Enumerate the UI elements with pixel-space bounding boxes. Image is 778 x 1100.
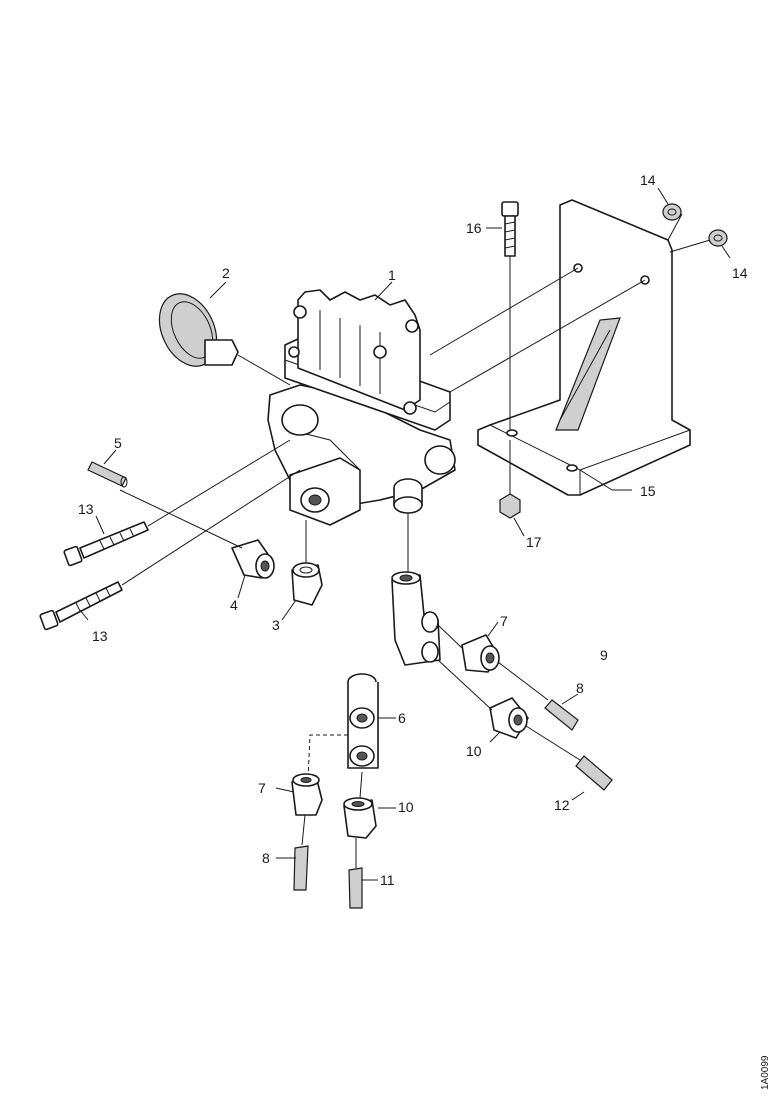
callouts: 1 2 3 4 5 6 7 7 8 8 10 10 11 12 13 13 bbox=[78, 172, 748, 888]
tube-12 bbox=[575, 755, 613, 791]
callout-16: 16 bbox=[466, 220, 482, 236]
callout-6: 6 bbox=[398, 710, 406, 726]
elbow-fitting-3 bbox=[291, 520, 323, 606]
fitting-4 bbox=[231, 539, 275, 579]
callout-8-upper: 8 bbox=[576, 680, 584, 696]
callout-10-upper: 10 bbox=[466, 743, 482, 759]
callout-10-lower: 10 bbox=[398, 799, 414, 815]
fitting-10-lower bbox=[343, 771, 377, 868]
callout-2: 2 bbox=[222, 265, 230, 281]
tube-11 bbox=[348, 867, 363, 909]
callout-11: 11 bbox=[380, 872, 395, 888]
bolt-16 bbox=[501, 201, 519, 430]
reference-code: 1A0099 bbox=[760, 1055, 771, 1090]
fitting-7-lower bbox=[291, 773, 323, 846]
nut-14-upper bbox=[662, 203, 682, 221]
callout-13-lower: 13 bbox=[92, 628, 108, 644]
callout-17: 17 bbox=[526, 534, 542, 550]
callout-13-upper: 13 bbox=[78, 501, 94, 517]
fitting-7-upper bbox=[437, 624, 549, 701]
tube-9 bbox=[544, 699, 579, 731]
callout-9: 9 bbox=[600, 647, 608, 663]
callout-12: 12 bbox=[554, 797, 570, 813]
callout-14-upper: 14 bbox=[640, 172, 656, 188]
bolt-13-lower bbox=[39, 469, 301, 631]
callout-15: 15 bbox=[640, 483, 656, 499]
tee-fitting-6 bbox=[307, 673, 379, 781]
callout-8-lower: 8 bbox=[262, 850, 270, 866]
callout-7-upper: 7 bbox=[500, 613, 508, 629]
valve-assembly bbox=[267, 289, 456, 526]
callout-1: 1 bbox=[388, 267, 396, 283]
tee-fitting-upper bbox=[391, 513, 441, 666]
callout-7-lower: 7 bbox=[258, 780, 266, 796]
nut-17 bbox=[499, 440, 521, 519]
callout-14-lower: 14 bbox=[732, 265, 748, 281]
tube-8 bbox=[293, 845, 309, 891]
nut-14-lower bbox=[708, 229, 728, 247]
tube-5 bbox=[87, 461, 128, 488]
callout-5: 5 bbox=[114, 435, 122, 451]
mounting-bracket bbox=[477, 199, 691, 496]
callout-3: 3 bbox=[272, 617, 280, 633]
fitting-10-upper bbox=[437, 659, 581, 761]
callout-4: 4 bbox=[230, 597, 238, 613]
bolt-13-upper bbox=[63, 439, 291, 567]
pressure-gauge bbox=[158, 293, 291, 386]
